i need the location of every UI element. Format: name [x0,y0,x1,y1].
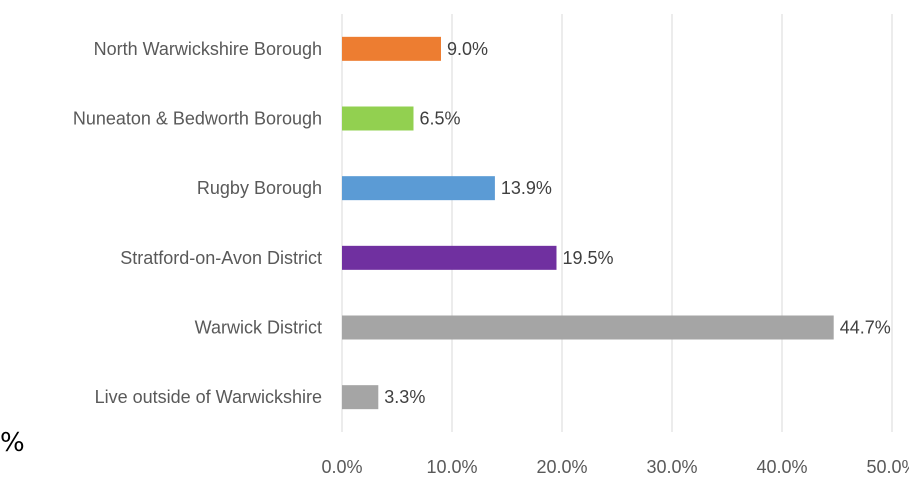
data-label: 6.5% [420,109,461,129]
bar [342,106,414,131]
bar [342,385,379,410]
bar [342,245,557,270]
data-label: 44.7% [840,318,891,338]
data-label: 13.9% [501,178,552,198]
x-tick-label: 30.0% [646,457,697,477]
category-label: Live outside of Warwickshire [95,387,322,407]
data-label: 19.5% [563,248,614,268]
category-label: Rugby Borough [197,178,322,198]
category-label: North Warwickshire Borough [94,39,322,59]
category-label: Warwick District [195,318,322,338]
data-label: 9.0% [447,39,488,59]
x-tick-label: 0.0% [321,457,362,477]
data-label: 3.3% [384,387,425,407]
x-tick-label: 20.0% [536,457,587,477]
x-tick-label: 50.0% [866,457,909,477]
percent-axis-label: % [0,428,25,458]
category-label: Nuneaton & Bedworth Borough [73,109,322,129]
x-tick-label: 10.0% [426,457,477,477]
bar [342,315,834,340]
category-label: Stratford-on-Avon District [120,248,322,268]
bar [342,176,495,201]
bar [342,36,441,61]
x-tick-label: 40.0% [756,457,807,477]
